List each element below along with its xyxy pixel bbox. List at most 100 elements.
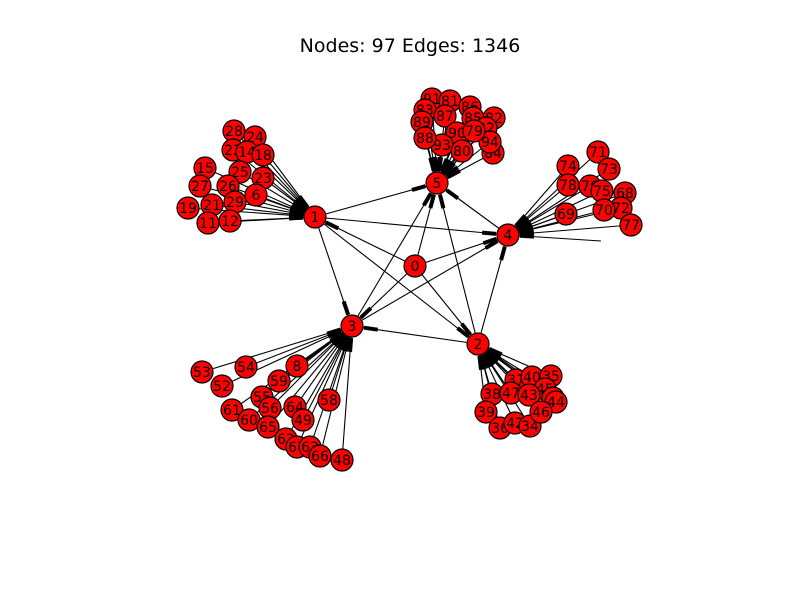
- edge-layer: [187, 98, 632, 461]
- node-66: 66: [308, 444, 332, 468]
- node-label-25: 25: [231, 165, 249, 181]
- edge-arrowhead-2-5: [438, 194, 446, 209]
- node-label-34: 34: [521, 419, 539, 435]
- edge-arrowhead-3-5: [421, 192, 433, 207]
- node-label-2: 2: [474, 337, 483, 353]
- node-label-54: 54: [237, 360, 255, 376]
- node-label-80: 80: [453, 144, 471, 160]
- node-label-52: 52: [213, 379, 231, 395]
- node-15: 15: [193, 156, 217, 180]
- node-circle-70: [592, 198, 616, 222]
- node-12: 12: [218, 209, 242, 233]
- node-circle-39: [474, 400, 498, 424]
- node-label-19: 19: [179, 201, 197, 217]
- node-label-75: 75: [593, 184, 611, 200]
- edge-arrowhead-34-2: [482, 353, 494, 368]
- node-circle-59: [267, 369, 291, 393]
- node-circle-58: [317, 388, 341, 412]
- node-label-1: 1: [311, 210, 320, 226]
- node-label-79: 79: [465, 124, 483, 140]
- node-label-61: 61: [223, 403, 241, 419]
- graph-title: Nodes: 97 Edges: 1346: [300, 35, 521, 57]
- edge-arrowhead-69-4: [518, 224, 534, 233]
- edge-arrowhead-78-4: [515, 216, 530, 229]
- node-label-18: 18: [254, 148, 272, 164]
- node-11: 11: [196, 211, 220, 235]
- edge-arrowhead-46-2: [484, 351, 498, 365]
- node-73: 73: [597, 157, 621, 181]
- node-label-27: 27: [191, 179, 209, 195]
- node-5: 5: [425, 171, 449, 195]
- node-label-78: 78: [559, 178, 577, 194]
- node-circle-8: [285, 354, 309, 378]
- node-4: 4: [496, 223, 520, 247]
- node-circle-65: [256, 415, 280, 439]
- node-label-73: 73: [600, 162, 618, 178]
- node-label-12: 12: [221, 214, 239, 230]
- node-label-11: 11: [199, 216, 217, 232]
- node-label-87: 87: [436, 109, 454, 125]
- node-label-46: 46: [532, 405, 550, 421]
- node-label-0: 0: [411, 259, 420, 275]
- node-87: 87: [433, 104, 457, 128]
- node-circle-77: [619, 213, 643, 237]
- node-29: 29: [223, 190, 247, 214]
- node-label-74: 74: [559, 159, 577, 175]
- node-circle-4: [496, 223, 520, 247]
- node-label-53: 53: [193, 365, 211, 381]
- node-label-23: 23: [254, 171, 272, 187]
- node-52: 52: [210, 374, 234, 398]
- node-48: 48: [330, 448, 354, 472]
- edge-3-5: [351, 182, 438, 327]
- node-21: 21: [200, 193, 224, 217]
- node-circle-52: [210, 374, 234, 398]
- node-label-77: 77: [622, 218, 640, 234]
- edge-arrowhead-3-4: [484, 239, 499, 250]
- edge-arrowhead-35-2: [488, 346, 503, 357]
- node-circle-61: [220, 398, 244, 422]
- node-54: 54: [234, 355, 258, 379]
- node-label-71: 71: [589, 145, 607, 161]
- node-label-90: 90: [448, 126, 466, 142]
- node-circle-1: [303, 205, 327, 229]
- node-75: 75: [590, 179, 614, 203]
- edge-arrowhead-79-5: [442, 160, 454, 175]
- node-18: 18: [251, 143, 275, 167]
- node-27: 27: [188, 174, 212, 198]
- node-circle-66: [308, 444, 332, 468]
- node-label-72: 72: [612, 201, 630, 217]
- node-label-56: 56: [261, 401, 279, 417]
- node-61: 61: [220, 398, 244, 422]
- edge-arrowhead-6-1: [289, 206, 305, 215]
- node-circle-2: [466, 332, 490, 356]
- node-circle-5: [425, 171, 449, 195]
- node-label-6: 6: [252, 188, 261, 204]
- node-43: 43: [517, 383, 541, 407]
- node-19: 19: [176, 196, 200, 220]
- node-label-69: 69: [557, 207, 575, 223]
- node-circle-88: [413, 126, 437, 150]
- node-label-48: 48: [333, 453, 351, 469]
- edge-arrowhead-0-3: [359, 306, 373, 320]
- edge-arrowhead-52-3: [327, 329, 342, 339]
- node-39: 39: [474, 400, 498, 424]
- node-3: 3: [340, 314, 364, 338]
- node-circle-69: [554, 202, 578, 226]
- edge-arrowhead-25-1: [291, 201, 306, 213]
- edge-arrowhead-0-5: [428, 194, 436, 209]
- node-1: 1: [303, 205, 327, 229]
- node-circle-53: [190, 360, 214, 384]
- node-78: 78: [556, 173, 580, 197]
- node-circle-94: [478, 130, 502, 154]
- node-label-3: 3: [348, 319, 357, 335]
- edge-arrowhead-36-2: [479, 355, 487, 370]
- edge-arrowhead-0-2: [460, 322, 473, 336]
- node-49: 49: [291, 408, 315, 432]
- node-8: 8: [285, 354, 309, 378]
- edge-arrowhead-66-3: [343, 337, 352, 352]
- node-label-47: 47: [502, 386, 520, 402]
- node-label-4: 4: [504, 228, 513, 244]
- node-60: 60: [237, 408, 261, 432]
- node-circle-43: [517, 383, 541, 407]
